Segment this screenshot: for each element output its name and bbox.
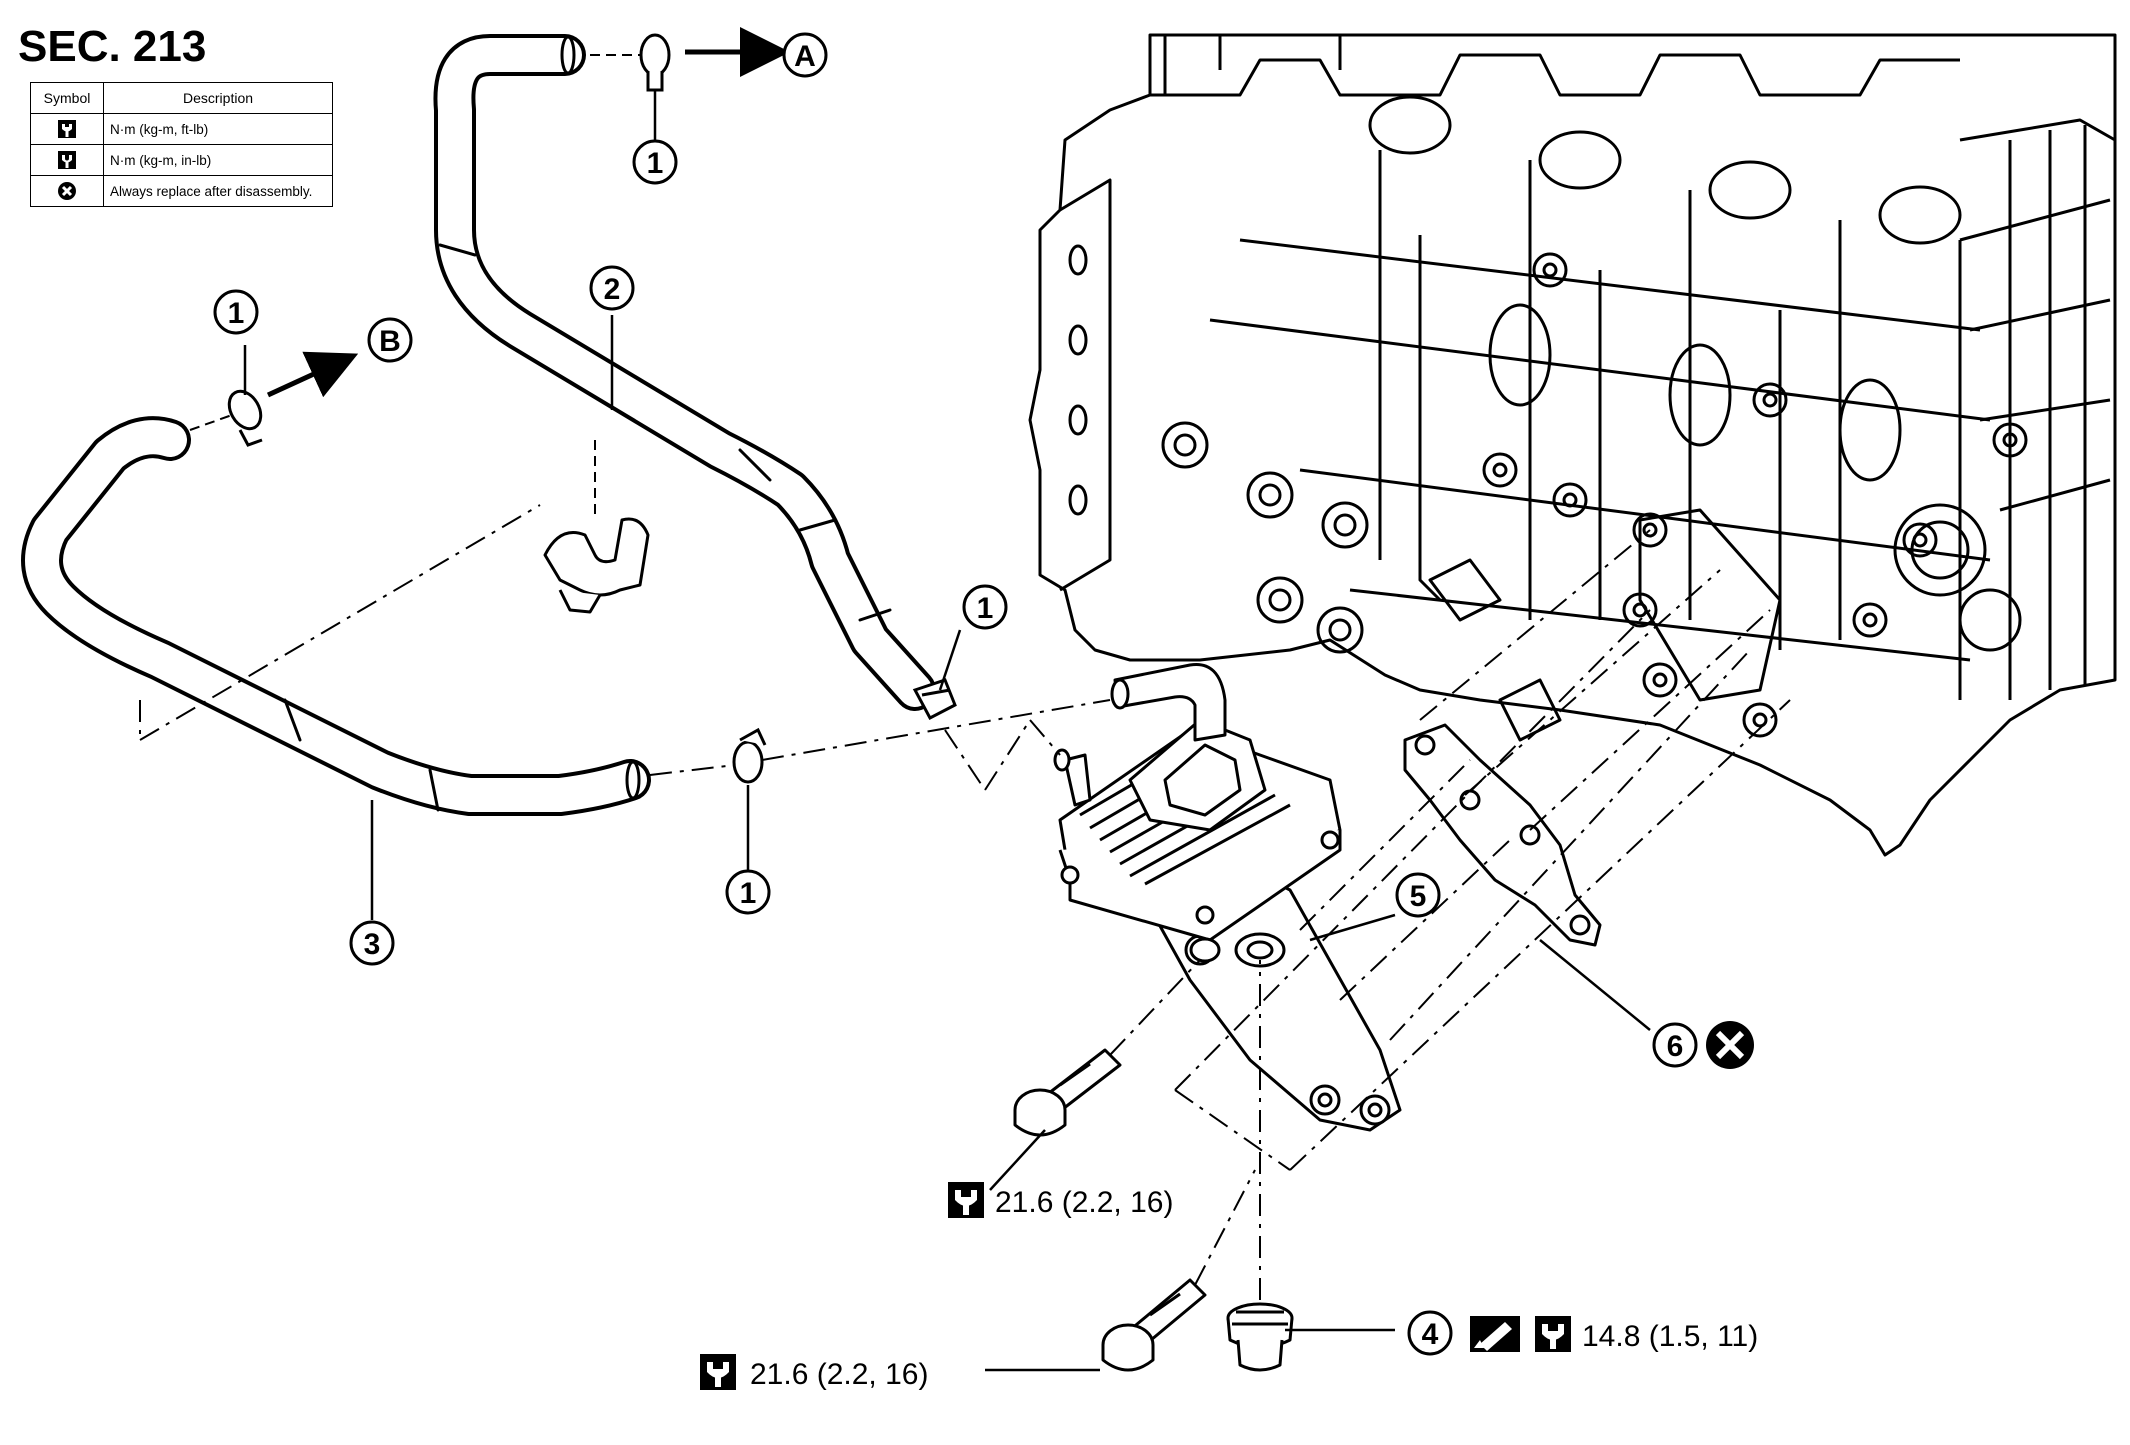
callout-1-top	[632, 139, 678, 185]
legend-desc-1: N·m (kg-m, ft-lb)	[103, 113, 333, 145]
callout-6	[1652, 1022, 1698, 1068]
water-hose-2	[433, 34, 936, 711]
legend-desc-3: Always replace after disassembly.	[103, 175, 333, 207]
callout-1-left	[213, 289, 259, 335]
sealant-icon	[1470, 1316, 1520, 1352]
oil-cooler	[1053, 662, 1402, 1132]
callout-2	[589, 265, 635, 311]
legend-header-symbol: Symbol	[30, 82, 104, 114]
callout-4-label: 4	[1422, 1318, 1439, 1351]
callout-1-mid	[962, 584, 1008, 630]
torque-spec-lower-bolt: 21.6 (2.2, 16)	[750, 1358, 928, 1391]
torque-wrench-icon	[700, 1354, 736, 1390]
callout-5	[1395, 872, 1441, 918]
legend-header-description: Description	[103, 82, 333, 114]
callout-1-bottom-label: 1	[740, 877, 757, 910]
engine-block	[1028, 33, 2117, 857]
torque-wrench-icon	[948, 1182, 984, 1218]
torque-spec-connector: 14.8 (1.5, 11)	[1582, 1320, 1758, 1353]
upper-bolt	[1013, 1048, 1122, 1137]
callout-4	[1407, 1310, 1453, 1356]
callout-3	[349, 920, 395, 966]
ref-a-label: A	[794, 40, 816, 73]
section-title: SEC. 213	[18, 22, 207, 71]
callout-1-left-label: 1	[228, 297, 245, 330]
ref-b-circle	[367, 317, 413, 363]
connector-bolt	[1226, 1302, 1294, 1372]
symbol-legend-table: Symbol Description N·m (kg-m, ft-lb) N·m…	[30, 82, 333, 207]
ref-b-label: B	[379, 325, 401, 358]
callout-2-label: 2	[604, 273, 621, 306]
hose-clamps	[227, 33, 957, 784]
torque-wrench-icon	[1535, 1316, 1571, 1352]
torque-wrench-filled-icon	[58, 151, 76, 169]
assembly-lines	[139, 54, 1791, 1300]
callout-1-bottom	[725, 869, 771, 915]
ref-a-circle	[782, 32, 828, 78]
callout-5-label: 5	[1410, 880, 1427, 913]
callout-1-top-label: 1	[647, 147, 664, 180]
water-hose-3	[21, 416, 651, 816]
callout-1-mid-label: 1	[977, 592, 994, 625]
torque-spec-upper-bolt: 21.6 (2.2, 16)	[995, 1186, 1173, 1219]
callout-3-label: 3	[364, 928, 381, 961]
hose-clip-bracket	[543, 517, 650, 614]
torque-wrench-icon	[58, 120, 76, 138]
replace-x-icon	[58, 182, 76, 200]
lower-bolt	[1101, 1278, 1207, 1372]
replace-x-icon	[1706, 1021, 1754, 1069]
callout-6-label: 6	[1667, 1030, 1684, 1063]
